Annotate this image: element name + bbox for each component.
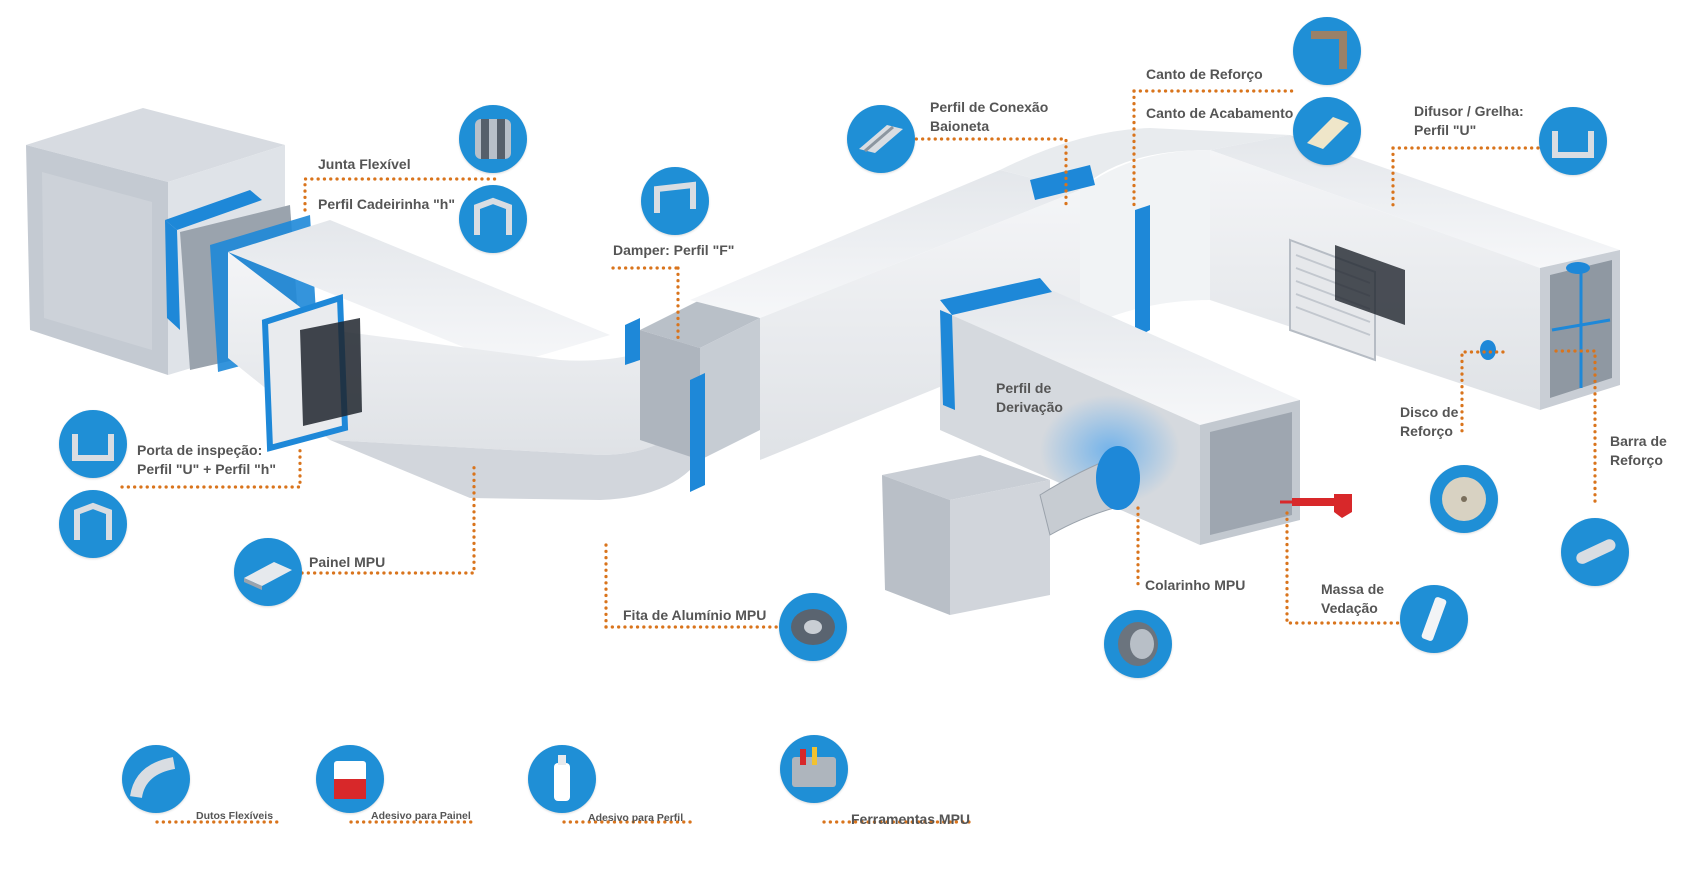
bayonet-profile-icon (847, 105, 915, 173)
sealant-gun-icon (1280, 494, 1352, 518)
flexible-joint-icon (459, 105, 527, 173)
toolbox-icon (780, 735, 848, 803)
h-profile-icon (459, 185, 527, 253)
f-profile-icon (641, 167, 709, 235)
adhesive-can-icon (316, 745, 384, 813)
leader-lines (120, 89, 1597, 824)
finishing-corner-icon (1293, 97, 1361, 165)
label-perfil-cadeirinha: Perfil Cadeirinha "h" (318, 196, 455, 212)
reinforcement-disc-icon (1430, 465, 1498, 533)
label-painel: Painel MPU (309, 554, 386, 570)
flex-duct-and-box (882, 446, 1140, 615)
label-adesivo-perfil: Adesivo para Perfil (588, 812, 684, 824)
sealant-tube-icon (1400, 585, 1468, 653)
u-profile-icon (59, 410, 127, 478)
u-profile-icon (1539, 107, 1607, 175)
label-dutos-flexiveis: Dutos Flexíveis (196, 810, 274, 822)
label-damper: Damper: Perfil "F" (613, 242, 735, 258)
label-ferramentas: Ferramentas MPU (851, 811, 971, 827)
label-junta-flexivel: Junta Flexível (318, 156, 411, 172)
reinforcement-bar-icon (1561, 518, 1629, 586)
main-duct-left (228, 220, 690, 500)
label-adesivo-painel: Adesivo para Painel (371, 810, 471, 822)
label-canto-acabamento: Canto de Acabamento (1146, 105, 1294, 121)
label-porta-inspecao: Porta de inspeção:Perfil "U" + Perfil "h… (137, 442, 276, 477)
damper-section (625, 300, 760, 492)
label-canto-reforco: Canto de Reforço (1146, 66, 1263, 82)
h-profile-icon (59, 490, 127, 558)
label-colarinho: Colarinho MPU (1145, 577, 1246, 593)
aluminium-tape-icon (779, 593, 847, 661)
main-duct-upper (690, 128, 1290, 460)
flexible-duct-icon (122, 745, 190, 813)
right-duct (1210, 135, 1620, 410)
label-difusor: Difusor / Grelha:Perfil "U" (1414, 103, 1524, 138)
collar-icon (1104, 610, 1172, 678)
panel-icon (234, 538, 302, 606)
reinforcement-corner-icon (1293, 17, 1361, 85)
adhesive-bottle-icon (528, 745, 596, 813)
label-fita: Fita de Alumínio MPU (623, 607, 767, 623)
